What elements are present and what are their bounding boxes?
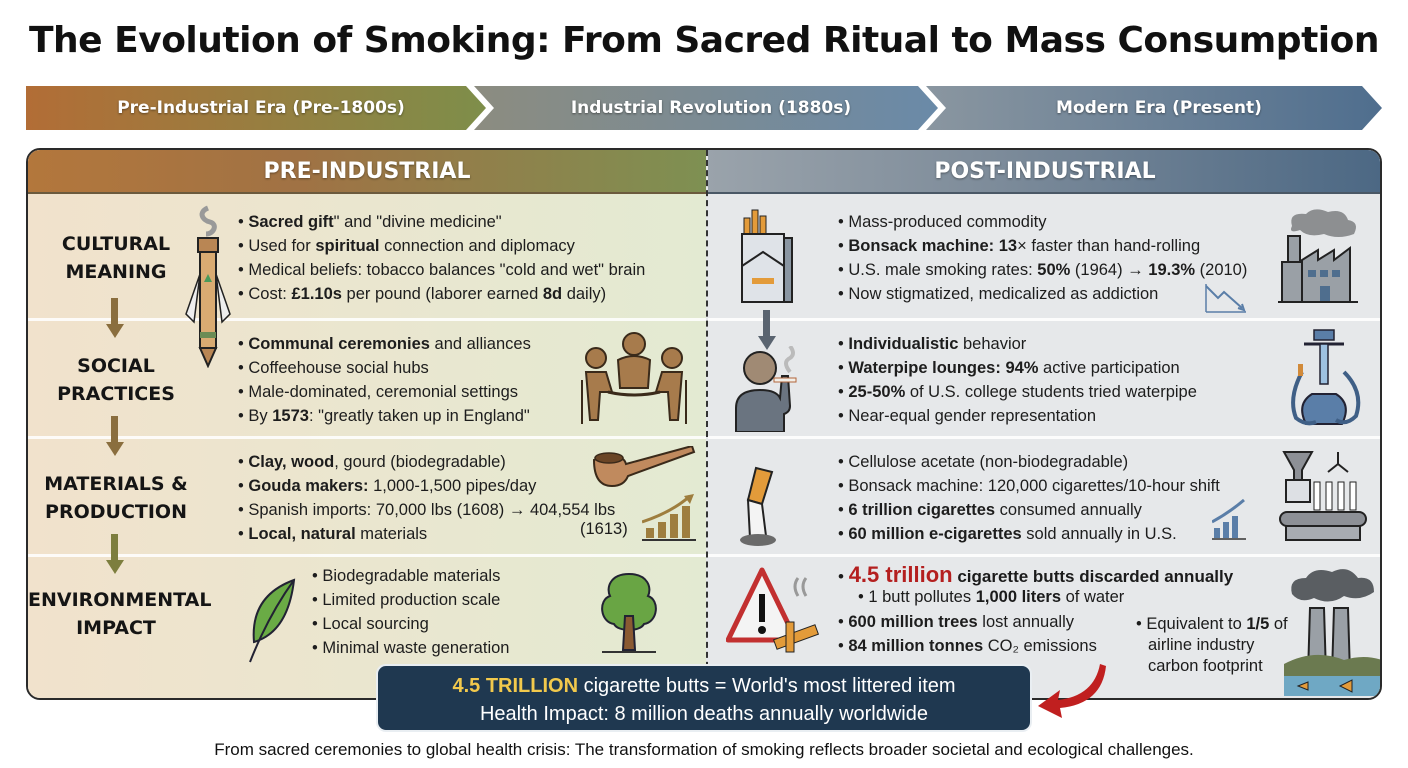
timeline-step-modern-era: Modern Era (Present) bbox=[926, 86, 1382, 130]
bullet-item: Bonsack machine: 120,000 cigarettes/10-h… bbox=[838, 474, 1219, 498]
airline-comparison-note: • Equivalent to 1/5 of airline industry … bbox=[1136, 615, 1288, 675]
comparison-panel: PRE-INDUSTRIAL CULTURAL MEANING SOCIAL P… bbox=[26, 148, 1382, 700]
growth-chart-icon bbox=[1212, 498, 1246, 540]
post-industrial-heading: POST-INDUSTRIAL bbox=[708, 150, 1380, 194]
category-social-practices: SOCIAL PRACTICES bbox=[28, 352, 204, 408]
bullet-list-environmental-post: 600 million trees lost annually 84 milli… bbox=[838, 610, 1097, 658]
bullet-item: Now stigmatized, medicalized as addictio… bbox=[838, 282, 1247, 306]
bullet-item: Local, natural materials bbox=[238, 522, 615, 546]
bullet-list-cultural-pre: Sacred gift" and "divine medicine" Used … bbox=[238, 210, 645, 306]
hookah-icon bbox=[1291, 329, 1361, 426]
bullet-item: Individualistic behavior bbox=[838, 332, 1197, 356]
bullet-list-materials-pre: Clay, wood, gourd (biodegradable) Gouda … bbox=[238, 450, 615, 546]
curved-arrow-icon bbox=[1038, 664, 1106, 718]
bullet-item: 25-50% of U.S. college students tried wa… bbox=[838, 380, 1197, 404]
bullet-item: Waterpipe lounges: 94% active participat… bbox=[838, 356, 1197, 380]
leaf-icon bbox=[249, 578, 296, 663]
bullet-item: Gouda makers: 1,000-1,500 pipes/day bbox=[238, 474, 615, 498]
category-label: IMPACT bbox=[76, 617, 156, 639]
era-timeline: Pre-Industrial Era (Pre-1800s) Industria… bbox=[26, 86, 1382, 130]
bullet-item: Communal ceremonies and alliances bbox=[238, 332, 530, 356]
bullet-continuation: (1613) bbox=[580, 520, 628, 538]
footer-summary: From sacred ceremonies to global health … bbox=[214, 740, 1194, 759]
bullet-item: Local sourcing bbox=[312, 612, 509, 636]
row-divider bbox=[708, 436, 1380, 439]
down-arrow-icon bbox=[758, 310, 776, 352]
bullet-item: 6 trillion cigarettes consumed annually bbox=[838, 498, 1220, 522]
pre-industrial-column: PRE-INDUSTRIAL CULTURAL MEANING SOCIAL P… bbox=[28, 150, 706, 698]
category-label: MATERIALS & bbox=[44, 473, 188, 495]
category-materials-production: MATERIALS & PRODUCTION bbox=[28, 470, 204, 526]
bullet-item: Cost: £1.10s per pound (laborer earned 8… bbox=[238, 282, 645, 306]
bullet-item: Near-equal gender representation bbox=[838, 404, 1197, 428]
bullet-item: U.S. male smoking rates: 50% (1964) → 19… bbox=[838, 258, 1247, 282]
bullet-item: 600 million trees lost annually bbox=[838, 610, 1097, 634]
cigarette-butt-icon bbox=[740, 466, 776, 546]
bullet-list-social-post: Individualistic behavior Waterpipe loung… bbox=[838, 332, 1197, 428]
bullet-item: Medical beliefs: tobacco balances "cold … bbox=[238, 258, 645, 282]
assembly-line-icon bbox=[1279, 451, 1367, 541]
bullet-item: Minimal waste generation bbox=[312, 636, 509, 660]
bullet-item: Mass-produced commodity bbox=[838, 210, 1247, 234]
person-smoking-icon bbox=[735, 346, 797, 432]
growth-chart-icon bbox=[642, 494, 696, 541]
litter-headline: • 4.5 trillion cigarette butts discarded… bbox=[838, 562, 1234, 587]
tree-icon bbox=[601, 572, 657, 653]
row-divider bbox=[28, 554, 706, 557]
bullet-item: Spanish imports: 70,000 lbs (1608) → 404… bbox=[238, 498, 615, 522]
down-arrow-icon bbox=[106, 534, 124, 576]
row-divider bbox=[28, 436, 706, 439]
timeline-step-pre-industrial: Pre-Industrial Era (Pre-1800s) bbox=[26, 86, 486, 130]
category-cultural-meaning: CULTURAL MEANING bbox=[28, 230, 204, 286]
ceremonial-pipe-icon bbox=[185, 205, 231, 368]
bullet-list-materials-post: Cellulose acetate (non-biodegradable) Bo… bbox=[838, 450, 1220, 546]
bullet-item: Biodegradable materials bbox=[312, 564, 509, 588]
down-arrow-icon bbox=[106, 416, 124, 458]
category-label: CULTURAL bbox=[61, 233, 171, 255]
row-divider bbox=[28, 318, 706, 321]
pre-industrial-heading: PRE-INDUSTRIAL bbox=[28, 150, 706, 194]
callout-line2: Health Impact: 8 million deaths annually… bbox=[479, 703, 928, 725]
category-label: MEANING bbox=[65, 261, 167, 283]
page-title: The Evolution of Smoking: From Sacred Ri… bbox=[29, 20, 1379, 61]
timeline-label: Industrial Revolution (1880s) bbox=[570, 98, 852, 118]
bullet-item: Sacred gift" and "divine medicine" bbox=[238, 210, 645, 234]
bullet-item: 84 million tonnes CO₂ emissions bbox=[838, 634, 1096, 658]
bullet-item: Used for spiritual connection and diplom… bbox=[238, 234, 645, 258]
category-label: ENVIRONMENTAL bbox=[28, 589, 212, 611]
warning-triangle-icon bbox=[726, 567, 820, 653]
bullet-item: Cellulose acetate (non-biodegradable) bbox=[838, 450, 1220, 474]
bullet-list-social-pre: Communal ceremonies and alliances Coffee… bbox=[238, 332, 531, 428]
key-fact-callout: 4.5 TRILLION cigarette butts = World's m… bbox=[376, 664, 1032, 732]
category-label: SOCIAL bbox=[77, 355, 155, 377]
category-label: PRACTICES bbox=[57, 383, 175, 405]
bullet-item: • 1 butt pollutes 1,000 liters of water bbox=[858, 588, 1125, 606]
declining-trend-icon bbox=[1205, 284, 1246, 313]
bullet-item: Clay, wood, gourd (biodegradable) bbox=[238, 450, 615, 474]
factory-icon bbox=[1278, 209, 1358, 303]
post-industrial-column: POST-INDUSTRIAL Mass-produced commodity … bbox=[706, 150, 1380, 698]
bullet-item: Bonsack machine: 13× faster than hand-ro… bbox=[838, 234, 1247, 258]
cigarette-pack-icon bbox=[741, 209, 793, 303]
bullet-item: Coffeehouse social hubs bbox=[238, 356, 531, 380]
category-environmental-impact: ENVIRONMENTAL IMPACT bbox=[28, 586, 212, 642]
people-gathering-icon bbox=[581, 332, 687, 424]
bullet-item: Male-dominated, ceremonial settings bbox=[238, 380, 531, 404]
row-divider bbox=[708, 554, 1380, 557]
bullet-item: Limited production scale bbox=[312, 588, 509, 612]
callout-line1: cigarette butts = World's most littered … bbox=[578, 675, 956, 697]
timeline-step-industrial-revolution: Industrial Revolution (1880s) bbox=[474, 86, 938, 130]
timeline-label: Modern Era (Present) bbox=[1056, 98, 1262, 118]
row-divider bbox=[708, 318, 1380, 321]
bullet-list-environmental-pre: Biodegradable materials Limited producti… bbox=[312, 564, 509, 660]
bullet-list-cultural-post: Mass-produced commodity Bonsack machine:… bbox=[838, 210, 1247, 306]
down-arrow-icon bbox=[106, 298, 124, 340]
bullet-item: 60 million e-cigarettes sold annually in… bbox=[838, 522, 1220, 546]
bullet-item: By 1573: "greatly taken up in England" bbox=[238, 404, 531, 428]
callout-highlight: 4.5 TRILLION bbox=[452, 675, 579, 697]
tobacco-pipe-icon bbox=[592, 446, 696, 488]
category-label: PRODUCTION bbox=[45, 501, 187, 523]
polluting-plant-icon bbox=[1284, 569, 1380, 696]
timeline-label: Pre-Industrial Era (Pre-1800s) bbox=[117, 98, 405, 118]
